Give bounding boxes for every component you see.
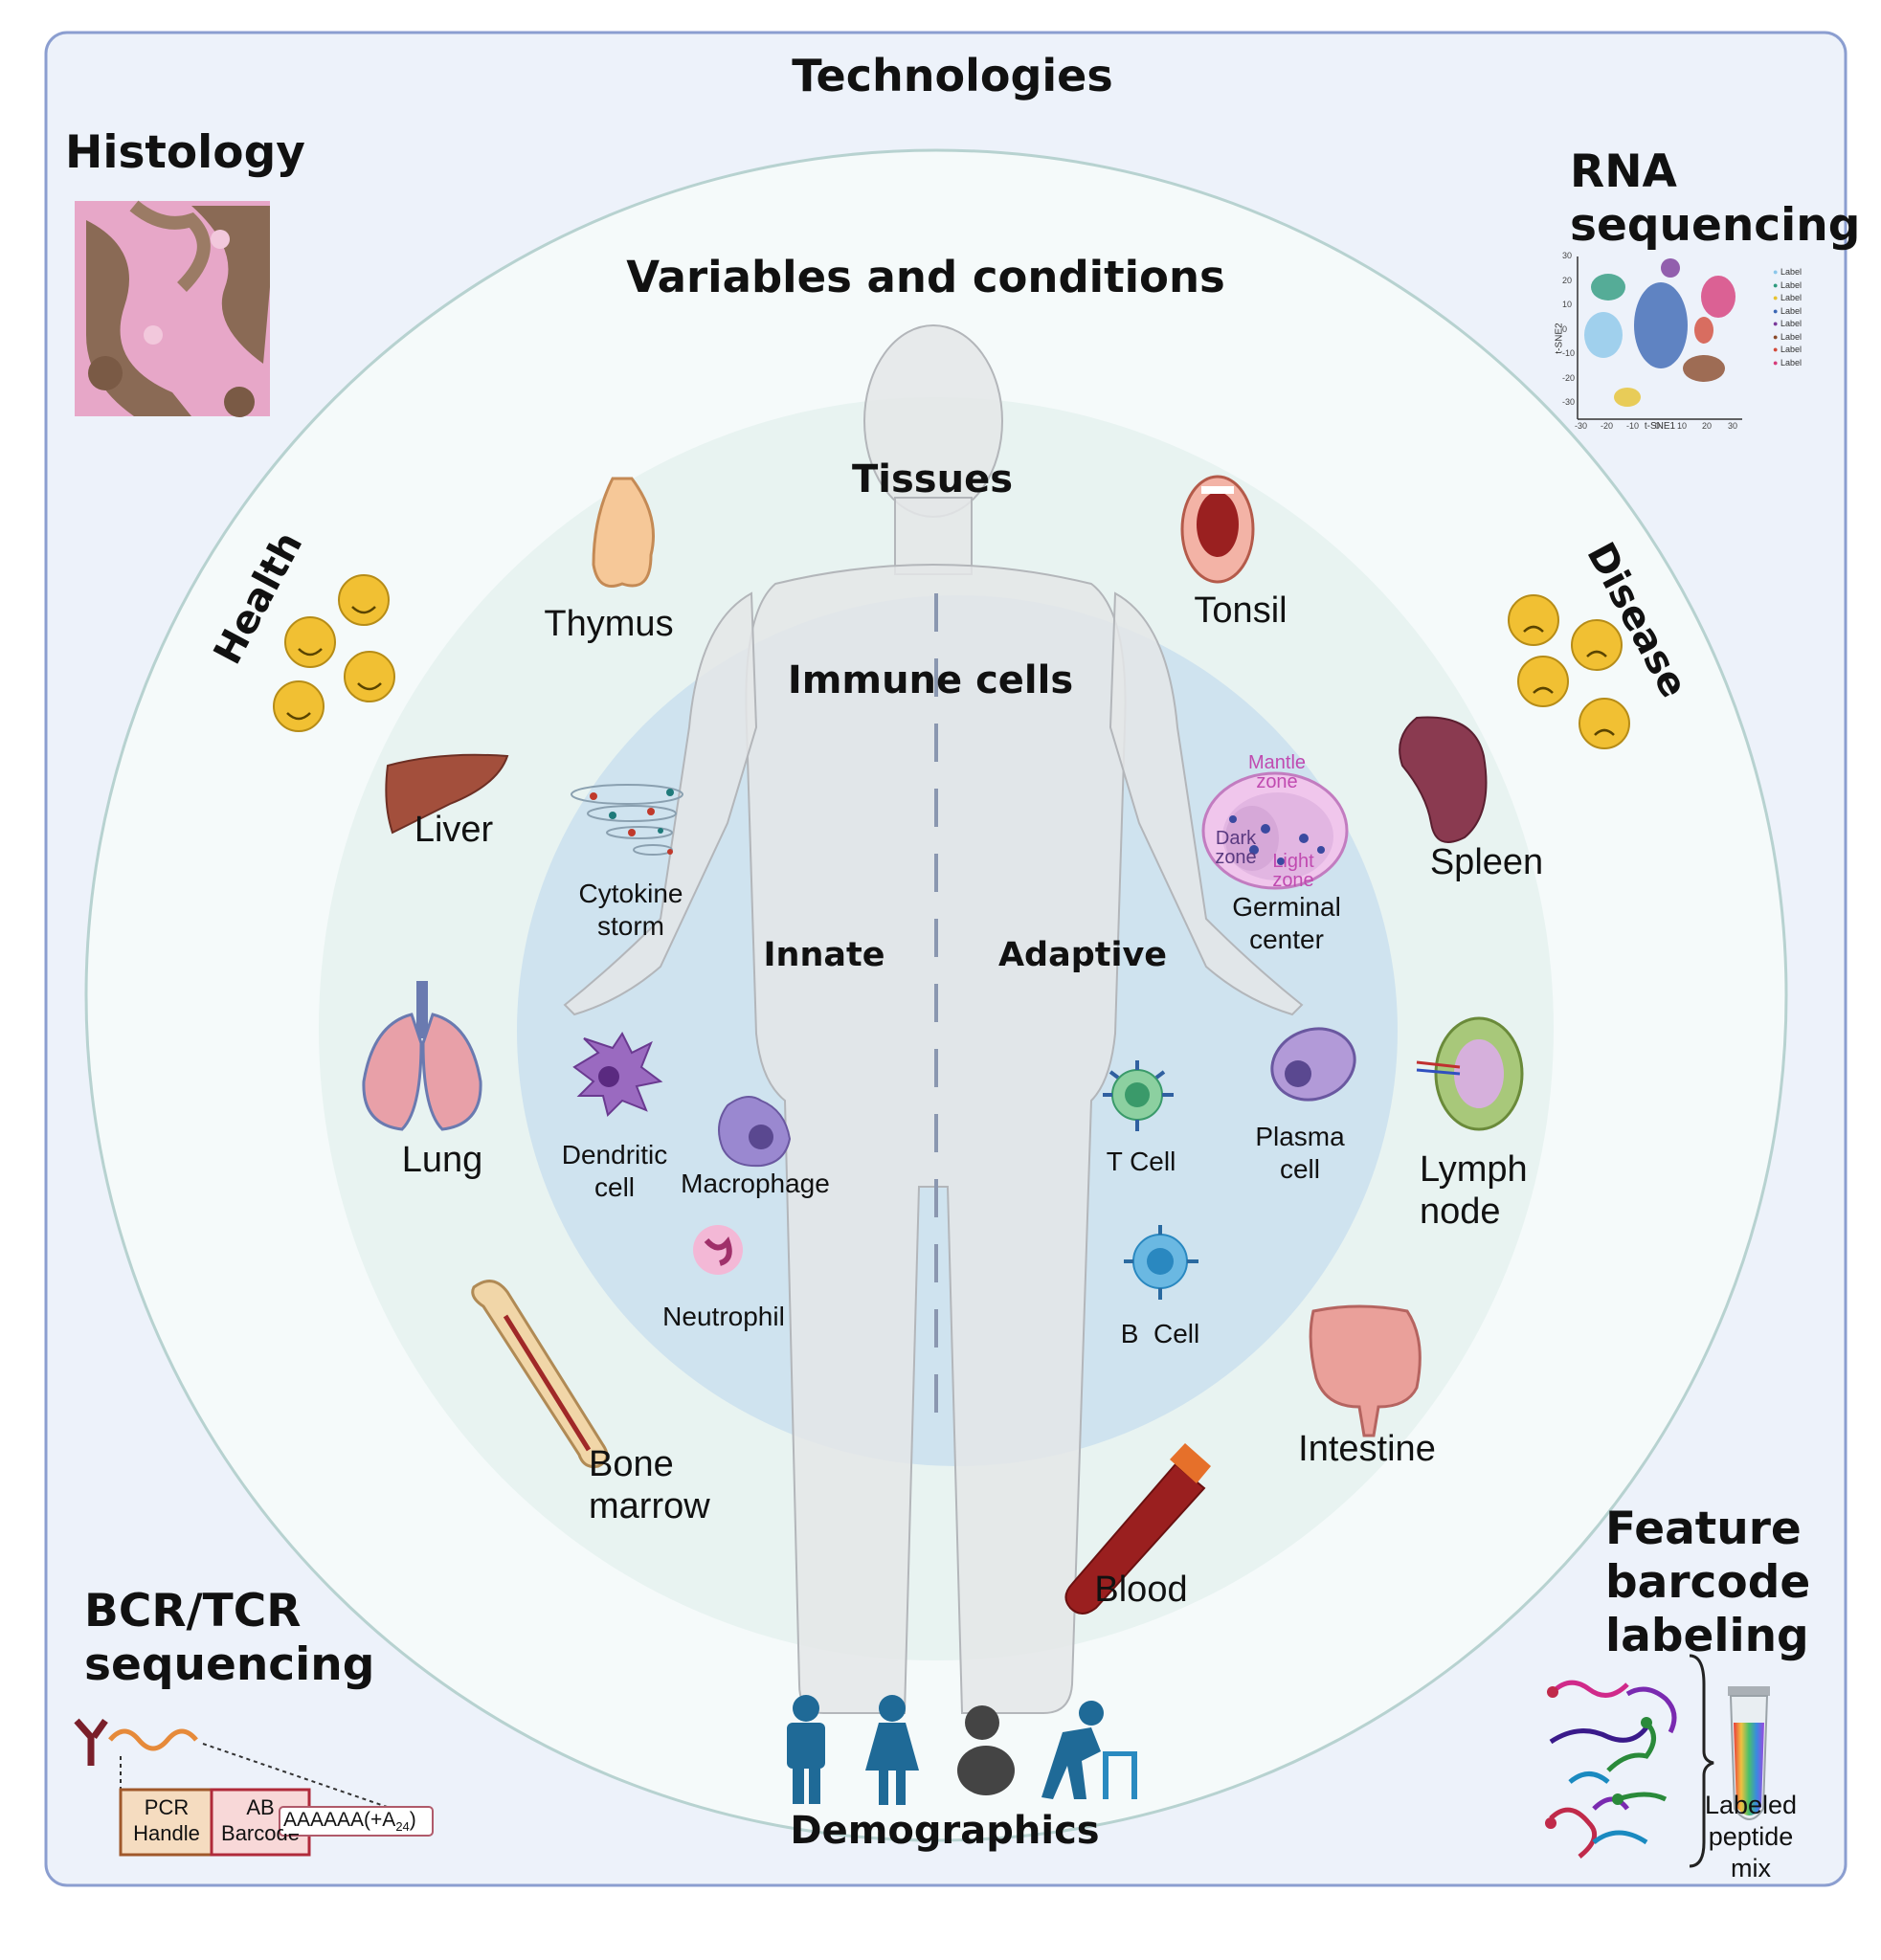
tsne-ytick: -30 xyxy=(1562,397,1576,407)
germinal-center-icon xyxy=(1201,771,1349,890)
adaptive-label: Adaptive xyxy=(997,936,1168,974)
tsne-xtick: 20 xyxy=(1702,421,1713,431)
tsne-xlabel: t-SNE1 xyxy=(1644,421,1676,432)
tsne-legend-item: ● Label xyxy=(1773,279,1802,290)
tsne-ytick: 20 xyxy=(1562,276,1573,285)
polya-label: AAAAAA(+A24) xyxy=(283,1809,416,1835)
blood-tube-icon xyxy=(1064,1443,1211,1615)
variables-title: Variables and conditions xyxy=(626,252,1225,302)
immune-cells-title: Immune cells xyxy=(787,658,1074,702)
baby-icon xyxy=(957,1705,1015,1795)
tsne-xtick: 0 xyxy=(1655,421,1661,431)
tsne-ytick: 10 xyxy=(1562,300,1573,309)
b-cell-label: B Cell xyxy=(1120,1319,1200,1348)
tsne-legend-item: ● Label xyxy=(1773,293,1802,302)
innate-label: Innate xyxy=(763,936,885,974)
bracket xyxy=(1689,1654,1714,1868)
disease-faces xyxy=(1508,594,1630,749)
cytokine-storm-icon xyxy=(571,784,683,856)
tsne-yticks: 30 20 10 0 -10 -20 -30 xyxy=(1562,251,1576,423)
macrophage-label: Macrophage xyxy=(681,1169,830,1198)
t-cell-icon xyxy=(1103,1060,1174,1131)
tonsil-label: Tonsil xyxy=(1194,590,1288,631)
demographics-title: Demographics xyxy=(790,1809,1100,1853)
tsne-legend-item: ● Label xyxy=(1773,357,1802,368)
elderly-icon xyxy=(1041,1701,1137,1799)
lymph-node-icon xyxy=(1416,1016,1524,1131)
tube-icon xyxy=(1728,1686,1770,1820)
man-icon xyxy=(787,1695,825,1804)
histology-image xyxy=(75,200,270,417)
tsne-ytick: 0 xyxy=(1562,324,1568,334)
tsne-xtick: -30 xyxy=(1575,421,1588,431)
liver-label: Liver xyxy=(414,810,494,850)
demographic-icons xyxy=(787,1695,1137,1805)
tsne-clusters xyxy=(1584,258,1735,407)
tonsil-icon xyxy=(1180,475,1255,584)
spleen-icon xyxy=(1399,716,1488,843)
tsne-ytick: -10 xyxy=(1562,348,1576,358)
technologies-title: Technologies xyxy=(792,50,1113,101)
intestine-label: Intestine xyxy=(1298,1429,1436,1469)
lung-label: Lung xyxy=(401,1140,483,1180)
thymus-icon xyxy=(592,477,655,588)
tsne-legend: ● Label ● Label ● Label ● Label ● Label … xyxy=(1773,266,1802,369)
tsne-xtick: 30 xyxy=(1728,421,1738,431)
tsne-ytick: 30 xyxy=(1562,251,1573,260)
spleen-label: Spleen xyxy=(1429,842,1544,882)
neutrophil-icon xyxy=(693,1225,743,1275)
b-cell-icon xyxy=(1124,1225,1198,1300)
tsne-legend-item: ● Label xyxy=(1773,331,1802,342)
tsne-ytick: -20 xyxy=(1562,373,1576,383)
tsne-plot xyxy=(1577,256,1742,420)
liver-icon xyxy=(385,753,509,835)
plasma-cell-icon xyxy=(1270,1027,1356,1102)
woman-icon xyxy=(865,1695,919,1805)
tsne-xtick: 10 xyxy=(1677,421,1688,431)
health-faces xyxy=(273,574,395,732)
tsne-legend-item: ● Label xyxy=(1773,305,1802,316)
tissues-title: Tissues xyxy=(851,457,1014,501)
lung-icon xyxy=(362,981,482,1131)
macrophage-icon xyxy=(718,1096,792,1168)
tsne-legend-item: ● Label xyxy=(1773,319,1802,328)
tsne-legend-item: ● Label xyxy=(1773,345,1802,354)
tsne-xticks: -30 -20 -10 0 10 20 30 xyxy=(1570,421,1752,433)
tsne-legend-item: ● Label xyxy=(1773,267,1802,277)
dendritic-cell-icon xyxy=(572,1032,663,1117)
blood-label: Blood xyxy=(1094,1570,1188,1610)
bone-marrow-icon xyxy=(471,1280,609,1468)
t-cell-label: T Cell xyxy=(1106,1147,1176,1176)
peptide-squiggles xyxy=(1549,1680,1677,1859)
neutrophil-label: Neutrophil xyxy=(662,1302,785,1331)
intestine-icon xyxy=(1309,1304,1422,1437)
tsne-xtick: -10 xyxy=(1626,421,1640,431)
thymus-label: Thymus xyxy=(544,604,674,644)
histology-title: Histology xyxy=(65,126,305,179)
tsne-xtick: -20 xyxy=(1601,421,1614,431)
